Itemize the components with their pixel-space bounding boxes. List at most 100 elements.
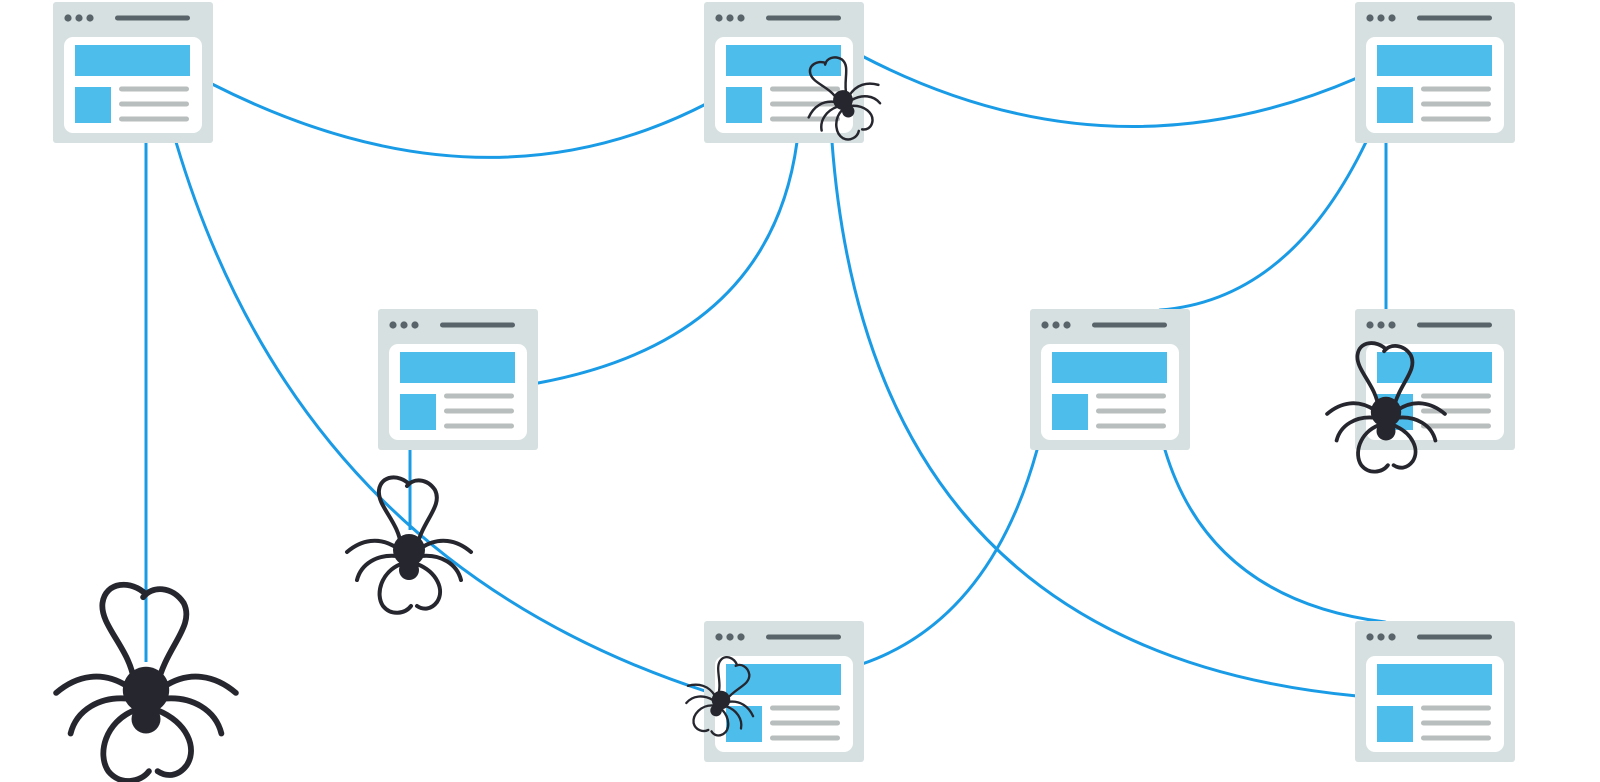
link-p1-p2 [210,82,708,159]
title-bar [1417,15,1492,21]
text-line [770,720,840,726]
text-line [1421,735,1491,741]
title-bar [1417,322,1492,328]
spider-leg [808,60,839,102]
link-p2-p8 [830,140,1359,698]
spider-abdomen [122,666,170,714]
spider-leg [820,105,840,132]
text-line [1421,705,1491,711]
text-line [770,86,840,92]
window-dot [64,14,72,22]
window-dot [1377,321,1385,329]
header-block [75,45,190,76]
header-block [1377,45,1492,76]
web-page-window-icon [378,309,538,450]
window-dot [1366,14,1374,22]
spider-leg [716,656,739,698]
title-bar [1092,322,1167,328]
spider-icon [1325,341,1447,474]
spider-icon [345,475,473,615]
window-dot [715,14,723,22]
window-dot [1063,321,1071,329]
header-block [400,352,515,383]
header-block [1377,664,1492,695]
text-line [1096,423,1166,429]
text-line [444,423,514,429]
spider-leg [849,104,874,131]
link-p1-p7 [174,140,710,694]
spider-abdomen [711,690,731,710]
spider-head [1376,421,1396,441]
window-dot [400,321,408,329]
spider-head [842,105,855,118]
spider-leg [415,562,443,611]
web-page-window-icon [704,621,864,762]
spider-leg [345,538,399,554]
spider-leg [1355,341,1388,411]
image-block [400,394,436,430]
spider-leg [685,695,715,705]
title-bar [440,322,515,328]
image-block [726,87,762,123]
spider-leg [419,553,463,582]
spider-leg [692,704,715,733]
spider-leg [823,56,848,97]
link-p5-p7 [860,448,1039,666]
window-dot [389,321,397,329]
header-block [1377,352,1492,383]
spider-leg [1391,423,1418,470]
text-line [1096,393,1166,399]
threads-layer [144,142,1388,662]
window-dot [1388,633,1396,641]
spider-leg [1325,401,1377,416]
spider-leg [160,695,225,737]
title-bar [1417,634,1492,640]
text-line [119,86,189,92]
header-block [726,45,841,76]
spider-leg [807,100,837,119]
spider-abdomen [393,534,425,566]
window-dot [86,14,94,22]
spider-leg [53,673,132,696]
link-p3-p5 [1158,140,1368,312]
window-dot [1366,321,1374,329]
link-p5-p8 [1163,448,1387,624]
text-line [1421,393,1491,399]
window-dot [1366,633,1374,641]
image-block [1377,87,1413,123]
window-dot [1377,14,1385,22]
spiders-layer [53,56,1447,782]
link-p2-p3 [860,54,1359,129]
spider-leg [1395,401,1447,416]
text-line [119,101,189,107]
image-block [1052,394,1088,430]
text-line [1421,86,1491,92]
spider-leg [160,673,239,696]
window-dot [737,14,745,22]
spider-leg [140,586,190,688]
text-line [1421,101,1491,107]
header-block [1052,352,1167,383]
window-dot [737,633,745,641]
spider-leg [67,695,132,737]
title-bar [766,15,841,21]
window-dot [1377,633,1385,641]
link-p2-p4 [536,140,799,385]
web-page-window-icon [1355,621,1515,762]
spider-head [131,704,161,734]
spider-icon [685,656,755,737]
spider-leg [724,704,743,730]
spider-leg [1395,415,1438,443]
title-bar [115,15,190,21]
spider-head [399,560,419,580]
spider-leg [154,707,194,778]
window-dot [726,633,734,641]
window-dot [1388,14,1396,22]
window-dot [1052,321,1060,329]
text-line [770,735,840,741]
web-page-window-icon [1355,2,1515,143]
spider-leg [1382,344,1415,411]
spider-leg [1356,423,1390,474]
window-dot [726,14,734,22]
